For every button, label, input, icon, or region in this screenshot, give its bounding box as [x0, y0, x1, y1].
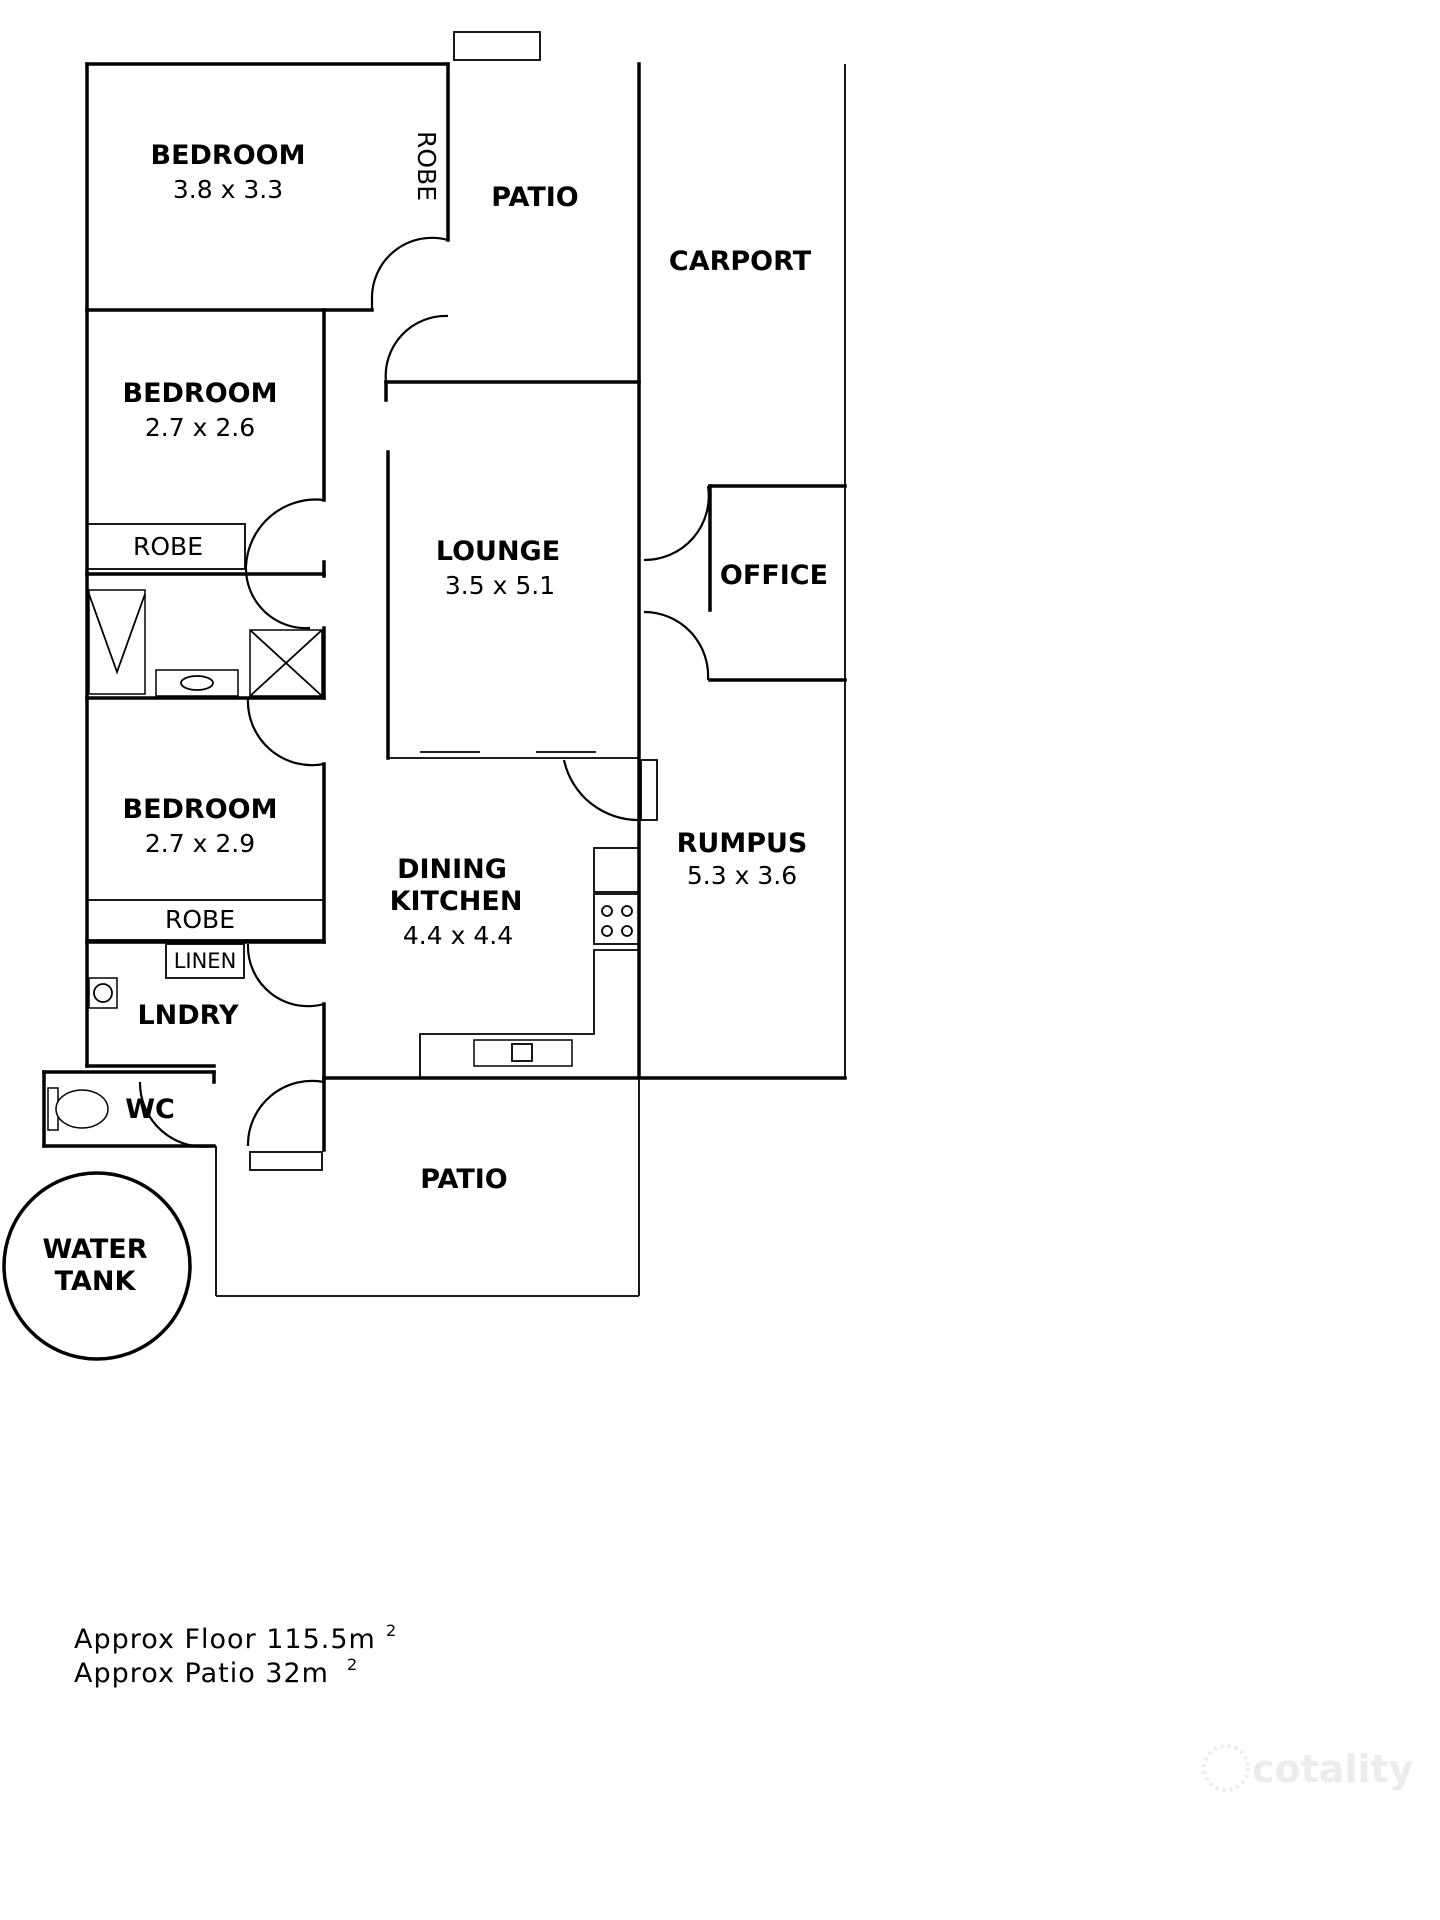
office-label: OFFICE — [720, 560, 828, 591]
approx-floor-text: Approx Floor 115.5m — [74, 1624, 376, 1655]
bedroom2-size: 2.7 x 2.6 — [145, 413, 255, 442]
carport-label: CARPORT — [669, 246, 812, 277]
bedroom1-size: 3.8 x 3.3 — [173, 175, 283, 204]
basin-icon — [155, 669, 239, 697]
shower-icon — [88, 589, 146, 695]
patio-bottom-label: PATIO — [420, 1164, 508, 1195]
water-tank-line1: WATER — [42, 1234, 147, 1265]
approx-floor-sup: 2 — [386, 1621, 396, 1640]
patio-top-label: PATIO — [491, 182, 579, 213]
laundry-label: LNDRY — [137, 1000, 239, 1031]
cooktop-icon — [601, 905, 633, 937]
lounge-label: LOUNGE — [436, 536, 560, 567]
walls — [42, 31, 847, 1297]
area-summary: Approx Floor 115.5m 2 Approx Patio 32m 2 — [74, 1621, 396, 1689]
water-tank-line2: TANK — [55, 1266, 137, 1297]
room-labels: BEDROOM 3.8 x 3.3 ROBE PATIO CARPORT BED… — [42, 131, 828, 1297]
bedroom3-label: BEDROOM — [123, 794, 278, 825]
wc-label: WC — [125, 1094, 175, 1125]
kitchen-label: KITCHEN — [390, 886, 523, 917]
fixtures — [2, 589, 633, 1361]
linen-label: LINEN — [174, 949, 237, 973]
robe3-label: ROBE — [165, 905, 235, 934]
doors — [138, 236, 710, 1148]
bedroom1-label: BEDROOM — [151, 140, 306, 171]
bedroom2-label: BEDROOM — [123, 378, 278, 409]
bedroom3-size: 2.7 x 2.9 — [145, 829, 255, 858]
watermark-text: cotality — [1252, 1747, 1414, 1791]
robe1-label: ROBE — [412, 131, 441, 201]
approx-patio-text: Approx Patio 32m — [74, 1658, 329, 1689]
cotality-logo-icon — [1202, 1744, 1250, 1792]
rumpus-size: 5.3 x 3.6 — [687, 861, 797, 890]
approx-patio-sup: 2 — [347, 1655, 357, 1674]
watermark: cotality — [1202, 1744, 1414, 1792]
robe2-label: ROBE — [133, 532, 203, 561]
dining-label: DINING — [397, 854, 507, 885]
dining-kitchen-size: 4.4 x 4.4 — [403, 921, 513, 950]
rumpus-label: RUMPUS — [677, 828, 808, 859]
water-tank-icon — [2, 1171, 192, 1361]
lounge-size: 3.5 x 5.1 — [445, 571, 555, 600]
